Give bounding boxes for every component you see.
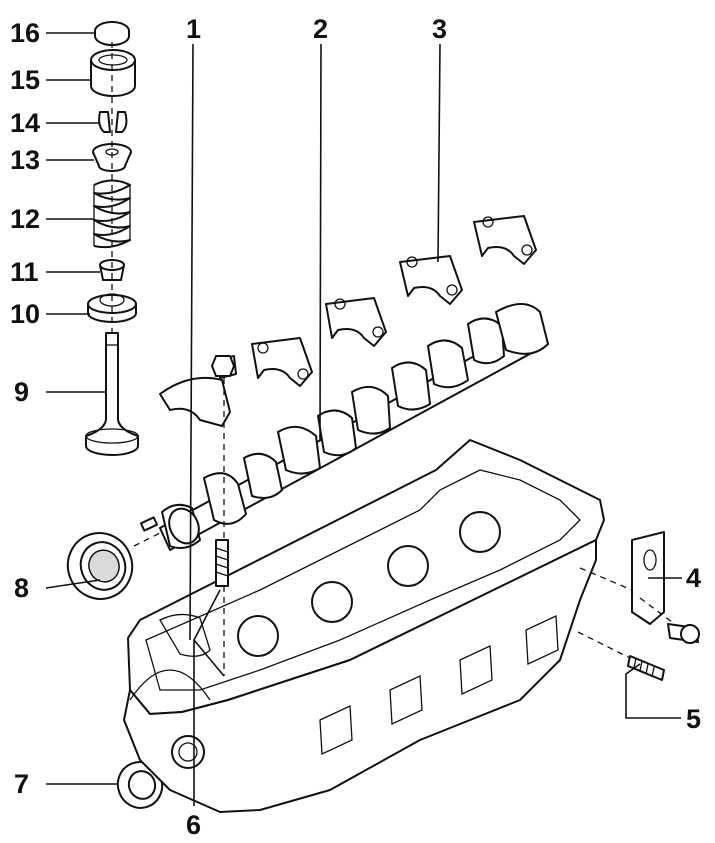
callout-4: 4 — [686, 563, 702, 593]
callout-6: 6 — [186, 810, 202, 840]
assembly-line-bolt — [639, 597, 673, 623]
callout-1: 1 — [186, 14, 202, 44]
callout-14: 14 — [10, 108, 41, 138]
part-5-stud — [627, 655, 665, 681]
cylinder-head — [123, 439, 605, 813]
callout-12: 12 — [10, 204, 41, 234]
part-9-valve — [85, 332, 139, 456]
assembly-line-stud-5 — [577, 631, 631, 659]
part-15-tappet-bucket — [90, 49, 136, 97]
callout-9: 9 — [14, 377, 30, 407]
assembly-line-bracket — [579, 567, 633, 591]
callout-11: 11 — [10, 257, 39, 287]
callout-8: 8 — [14, 573, 30, 603]
callout-3: 3 — [432, 14, 448, 44]
part-3-bearing-caps — [159, 215, 537, 427]
part-6-stud — [211, 355, 235, 587]
part-12-valve-springs — [93, 179, 131, 249]
part-2-camshaft — [139, 303, 549, 551]
callout-7: 7 — [14, 769, 30, 799]
part-16-shim — [94, 21, 130, 46]
part-7-oil-seal — [116, 761, 164, 809]
part-8-camshaft-oil-seal — [66, 532, 134, 600]
callout-2: 2 — [313, 14, 329, 44]
callout-5: 5 — [686, 704, 702, 734]
callout-13: 13 — [10, 145, 41, 175]
callout-16: 16 — [10, 18, 41, 48]
part-14-valve-collets — [98, 111, 128, 133]
leader-lines — [45, 32, 682, 806]
callout-10: 10 — [10, 299, 41, 329]
part-10-spring-seat — [87, 293, 137, 323]
callout-15: 15 — [10, 65, 41, 95]
part-11-valve-stem-seal — [99, 259, 125, 281]
assembly-line-seal — [133, 531, 163, 547]
